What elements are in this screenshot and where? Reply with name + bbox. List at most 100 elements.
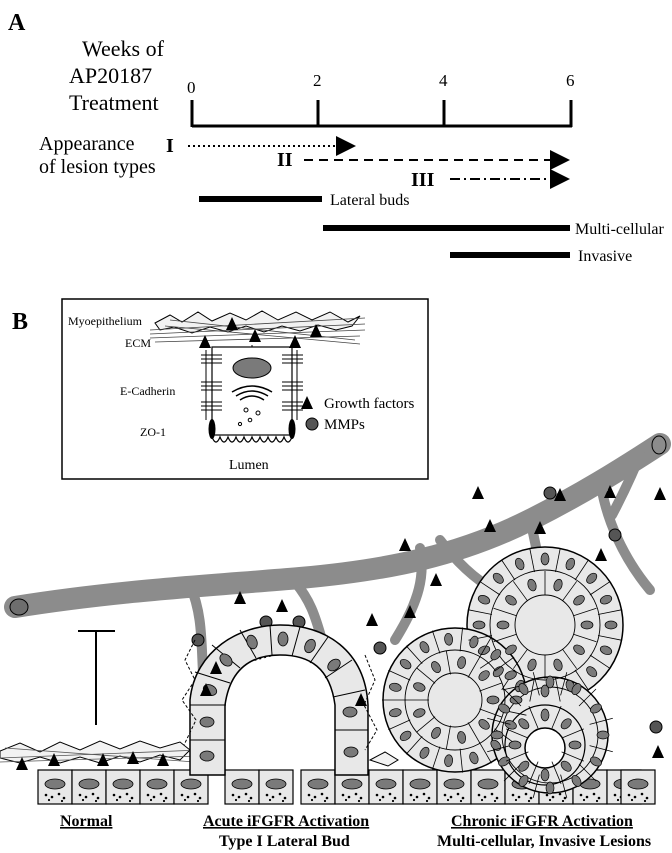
lesion-cell-border [494, 656, 515, 672]
lesion-cell-border [555, 677, 561, 702]
lesion-cell-border [560, 774, 568, 798]
legend-mmps: MMPs [324, 417, 365, 433]
lesion-cell-border [589, 717, 613, 725]
normal-epithelium [37, 769, 209, 805]
lesion-cell-border [445, 650, 451, 675]
lesion-cell-nucleus [568, 740, 582, 750]
tick-2: 2 [313, 71, 322, 90]
lesion-cell-border [467, 656, 481, 678]
lesion-cell-nucleus [490, 649, 502, 661]
lesion-cell-border [573, 633, 597, 643]
inset-zo1-label: ZO-1 [140, 425, 166, 439]
lesion-cell-nucleus [457, 656, 467, 669]
lesion-cell-nucleus [527, 658, 537, 672]
lesion-cell-border [597, 635, 622, 641]
lesion-cell-nucleus [413, 708, 426, 718]
lesion-cell-nucleus [508, 740, 522, 750]
lesion-cell-border [573, 607, 597, 617]
lesion-cell-nucleus [573, 595, 585, 606]
lesion-cell-nucleus [389, 682, 402, 692]
lesion-cell-nucleus [571, 683, 582, 696]
caption-normal: Normal [60, 813, 113, 830]
multicellular-lesion [382, 546, 624, 798]
inset-lumen-label: Lumen [229, 458, 269, 473]
lesion-cell-border [416, 667, 436, 684]
lesion-cell-border [562, 649, 578, 669]
lesion-cell-border [589, 581, 611, 596]
lesion-cell-nucleus [419, 641, 430, 654]
lesion-cell-nucleus [540, 552, 550, 566]
lesion-cell-nucleus [477, 595, 491, 605]
appearance-line2: of lesion types [39, 156, 156, 178]
timeline-ticks: 0 2 4 6 [187, 71, 575, 97]
lesion-cell-border [551, 761, 562, 784]
lesion-cell-border [506, 751, 529, 762]
lateral-bud [181, 624, 378, 776]
lesion-cell-border [467, 722, 481, 744]
timeline-axis [190, 100, 573, 128]
epithelial-cell [470, 769, 506, 805]
lesion-cell-nucleus [498, 756, 511, 767]
lesion-cell-border [551, 706, 562, 729]
epithelial-cell [139, 769, 175, 805]
lesion-cell-nucleus [399, 658, 412, 670]
caption-acute-subtitle: Type I Lateral Bud [219, 833, 350, 850]
epithelial-cell [105, 769, 141, 805]
lesion-cell-border [432, 630, 441, 654]
weeks-title: Weeks of AP20187 Treatment [69, 36, 165, 115]
lesion-cell-border [578, 763, 597, 782]
lesion-cell-border [493, 607, 517, 617]
lesion-cell-nucleus [496, 620, 510, 630]
lesion-cell-nucleus [444, 754, 453, 768]
caption-chronic-title: Chronic iFGFR Activation [451, 813, 633, 830]
lesion-cell-nucleus [553, 658, 563, 672]
epithelial-cell [300, 769, 336, 805]
lesion-cell-nucleus [518, 774, 529, 787]
lesion-cell-border [532, 774, 540, 798]
lesion-cell-border [555, 548, 561, 573]
lesion-cell-border [479, 581, 501, 596]
lesion-cell-nucleus [518, 683, 529, 696]
weeks-title-line2: AP20187 [69, 63, 152, 88]
lesion-cell-border [560, 672, 568, 696]
lesion-cell-nucleus [527, 578, 537, 592]
lesion-cell-border [561, 728, 584, 739]
weeks-title-line1: Weeks of [82, 36, 165, 61]
lesion-cell-border [597, 609, 622, 615]
lesion-cell-nucleus [413, 682, 426, 692]
lesion-cell-nucleus [599, 645, 613, 656]
lesion-cell-border [528, 761, 539, 784]
lesion-cell-nucleus [540, 684, 550, 698]
panel-b-label: B [12, 309, 28, 335]
lesion-cell-border [416, 716, 436, 733]
caption-acute: Acute iFGFR Activation Type I Lateral Bu… [203, 813, 369, 850]
lesion-cell-nucleus [586, 666, 598, 678]
lesion-cell-nucleus [505, 644, 517, 655]
lesion-cell-nucleus [589, 703, 602, 714]
tick-4: 4 [439, 71, 448, 90]
lesion-cell-nucleus [540, 768, 550, 782]
lesion-cell-border [432, 746, 441, 770]
lesion-cell-border [459, 748, 463, 773]
lesion-cell-border [479, 636, 492, 658]
lesion-cell-nucleus [580, 620, 594, 630]
lesion-cell-border [574, 669, 589, 691]
epithelial-cell [436, 769, 472, 805]
type-i-label: I [166, 135, 174, 157]
panel-a-label: A [8, 10, 26, 36]
lesion-cell-border [503, 688, 522, 707]
lesion-cell-nucleus [389, 708, 402, 718]
lesion-cell-nucleus [504, 670, 517, 680]
lesion-cell-nucleus [444, 632, 453, 646]
lesion-cell-nucleus [504, 720, 517, 730]
lesion-cell-nucleus [589, 756, 602, 767]
lesion-cell-border [479, 708, 503, 718]
caption-normal-title: Normal [60, 813, 113, 830]
lesion-cell-border [479, 682, 503, 692]
lesion-cell-border [561, 751, 584, 762]
lesion-cell-border [493, 633, 517, 643]
inset-cell-diagram [61, 298, 429, 480]
bar-lateral-buds-label: Lateral buds [330, 192, 410, 209]
caption-chronic: Chronic iFGFR Activation Multi-cellular,… [437, 813, 651, 850]
